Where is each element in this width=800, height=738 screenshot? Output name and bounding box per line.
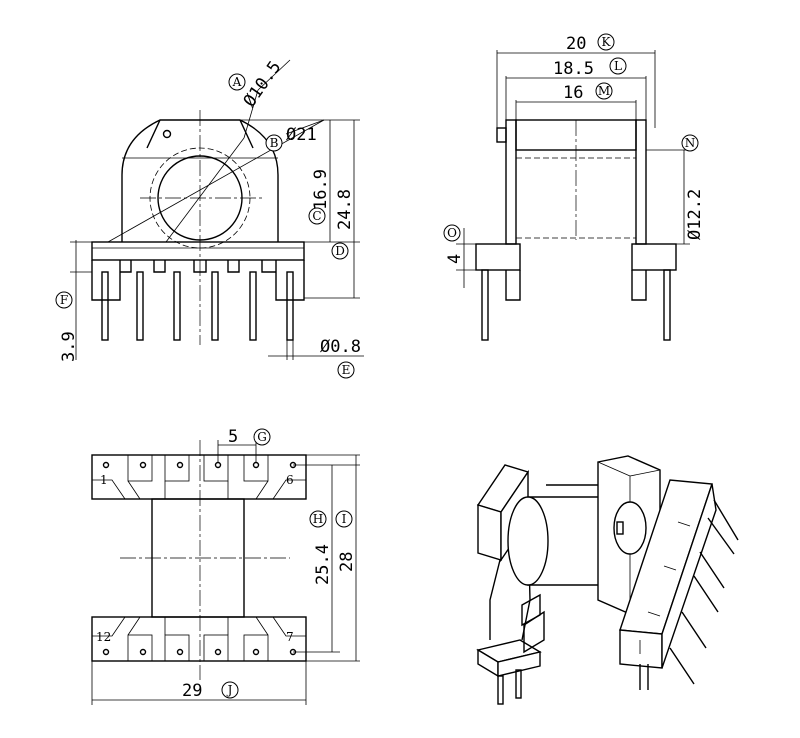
label-j: J [221, 681, 239, 699]
dim-m: 16 [563, 83, 583, 103]
label-i: I [335, 510, 353, 528]
label-c: C [308, 207, 326, 225]
svg-text:F: F [60, 293, 68, 307]
svg-text:K: K [602, 35, 612, 49]
top-pads [91, 454, 307, 500]
svg-text:D: D [335, 244, 345, 258]
front-view: Ø10.5 Ø21 16.9 24.8 3.9 Ø0.8 A B C D F E [55, 57, 364, 379]
dim-d: 24.8 [335, 189, 355, 230]
label-f: F [55, 291, 73, 309]
isometric-view [476, 455, 739, 705]
svg-text:A: A [232, 75, 242, 89]
svg-text:I: I [342, 512, 347, 526]
svg-text:B: B [270, 136, 279, 150]
dim-a: Ø10.5 [240, 57, 286, 110]
label-h: H [309, 510, 327, 528]
svg-text:M: M [598, 84, 610, 98]
label-l: L [609, 57, 627, 75]
dim-g: 5 [228, 427, 238, 447]
dim-b: Ø21 [286, 125, 317, 145]
label-a: A [228, 73, 246, 91]
label-k: K [597, 33, 615, 51]
svg-text:H: H [313, 512, 323, 526]
label-g: G [253, 428, 271, 446]
pin-7-label: 7 [286, 630, 294, 644]
label-m: M [595, 82, 613, 100]
label-d: D [331, 242, 349, 260]
dim-c: 16.9 [311, 169, 331, 210]
svg-text:N: N [685, 136, 696, 150]
dim-k: 20 [566, 34, 586, 54]
side-view: 20 18.5 16 Ø12.2 4 K L M N O [443, 33, 705, 341]
pin-1-label: 1 [100, 473, 108, 487]
label-n: N [681, 134, 699, 152]
dim-h: 25.4 [313, 544, 333, 585]
label-o: O [443, 224, 461, 242]
dim-j: 29 [182, 681, 202, 701]
dim-n: Ø12.2 [685, 189, 705, 240]
dim-i: 28 [337, 552, 357, 572]
bottom-view: 1 6 12 7 5 25.4 28 29 G H I J [91, 427, 360, 705]
pin-12-label: 12 [96, 630, 111, 644]
dim-l: 18.5 [553, 59, 594, 79]
dim-o: 4 [445, 254, 465, 264]
pin-6-label: 6 [286, 473, 294, 487]
label-b: B [265, 134, 283, 152]
svg-text:G: G [257, 430, 267, 444]
svg-text:L: L [614, 59, 622, 73]
bottom-pads [91, 616, 307, 662]
dim-e: Ø0.8 [320, 337, 361, 357]
svg-text:J: J [226, 683, 233, 697]
svg-text:E: E [342, 363, 351, 377]
front-pins [101, 271, 294, 341]
label-e: E [337, 361, 355, 379]
dim-f: 3.9 [59, 331, 79, 362]
svg-text:O: O [447, 226, 457, 240]
svg-text:C: C [312, 209, 321, 223]
